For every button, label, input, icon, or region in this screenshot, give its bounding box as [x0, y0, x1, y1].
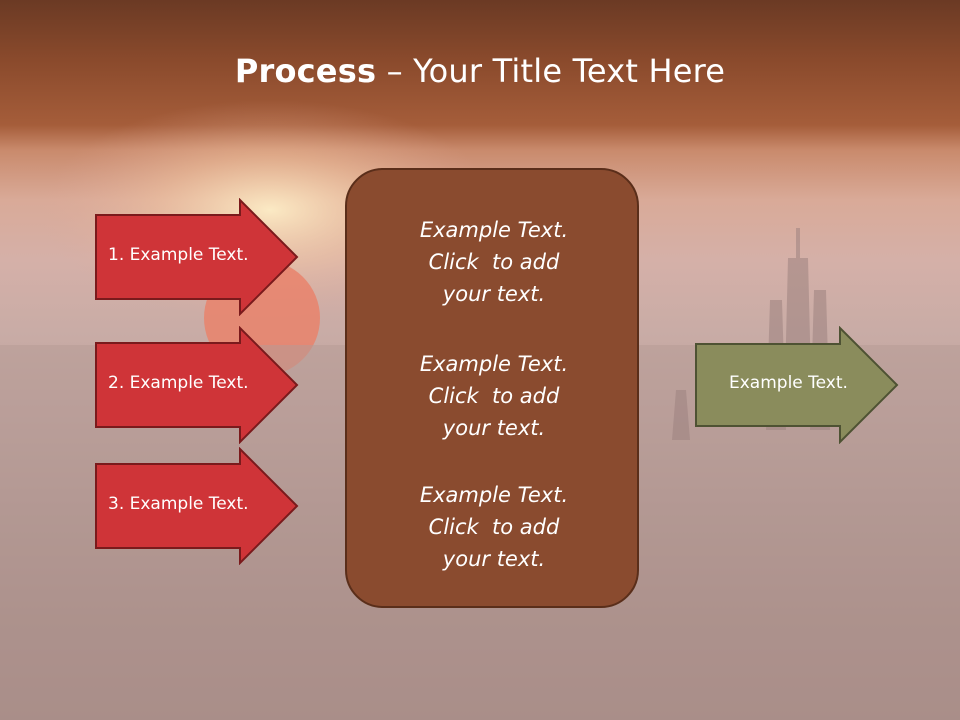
center-block-2-line-3: your text. [442, 416, 546, 440]
step-arrow-1 [95, 198, 299, 316]
step-arrow-2 [95, 326, 299, 444]
center-block-1-line-2: Click to add [428, 250, 560, 274]
center-block-3-line-1: Example Text. [419, 483, 569, 507]
slide-title: Process – Your Title Text Here [0, 52, 960, 90]
step-label-1: 1. Example Text. [108, 245, 249, 265]
center-block-2: Example Text. Click to add your text. [347, 348, 641, 444]
center-block-1-line-1: Example Text. [419, 218, 569, 242]
center-block-1: Example Text. Click to add your text. [347, 214, 641, 310]
center-block-1-line-3: your text. [442, 282, 546, 306]
output-arrow [695, 326, 899, 444]
step-label-2: 2. Example Text. [108, 373, 249, 393]
center-block-3-line-3: your text. [442, 547, 546, 571]
title-strong: Process [234, 52, 377, 90]
title-rest: – Your Title Text Here [376, 52, 726, 90]
center-block-2-line-2: Click to add [428, 384, 560, 408]
step-arrow-3 [95, 447, 299, 565]
center-block-3: Example Text. Click to add your text. [347, 479, 641, 575]
step-label-3: 3. Example Text. [108, 494, 249, 514]
output-label: Example Text. [729, 373, 848, 393]
center-block-2-line-1: Example Text. [419, 352, 569, 376]
center-text-box: Example Text. Click to add your text. Ex… [345, 168, 639, 608]
center-block-3-line-2: Click to add [428, 515, 560, 539]
